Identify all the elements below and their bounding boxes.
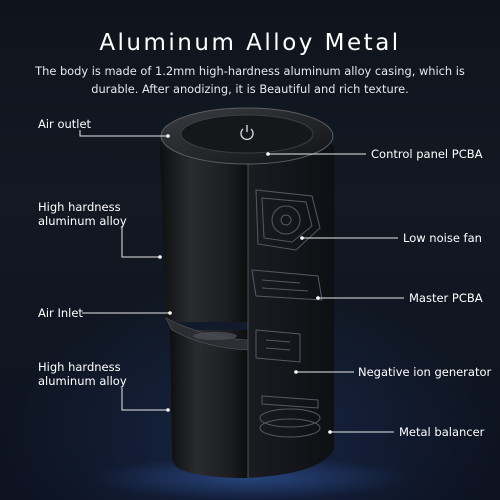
subtitle-line-1: The body is made of 1.2mm high-hardness …: [35, 64, 465, 78]
top-cap-inner: [180, 114, 314, 154]
label-control-panel: Control panel PCBA: [371, 147, 483, 161]
label-ion-generator: Negative ion generator: [358, 365, 492, 379]
lower-shell: [170, 330, 248, 478]
label-master-pcba: Master PCBA: [409, 291, 483, 305]
label-hardness-upper-line-2: aluminum alloy: [38, 214, 127, 228]
page-subtitle: The body is made of 1.2mm high-hardness …: [20, 62, 480, 98]
leader-hardness-upper: [121, 227, 160, 258]
right-leader-lines: [268, 153, 404, 433]
power-icon: [240, 125, 254, 141]
page-title: Aluminum Alloy Metal: [99, 30, 401, 56]
floor-glow: [90, 456, 410, 500]
label-air-inlet: Air Inlet: [38, 306, 83, 320]
upper-shell: [160, 118, 248, 322]
label-hardness-lower-line-2: aluminum alloy: [38, 374, 127, 388]
internal-components: [251, 189, 323, 438]
label-hardness-upper: High hardness aluminum alloy: [38, 200, 127, 228]
leader-dots: [158, 134, 332, 434]
left-leader-lines: [79, 130, 170, 411]
leader-air-outlet: [79, 130, 168, 137]
label-air-outlet: Air outlet: [38, 117, 92, 131]
label-hardness-upper-line-1: High hardness: [38, 200, 121, 214]
label-metal-balancer: Metal balancer: [399, 425, 485, 439]
label-hardness-lower: High hardness aluminum alloy: [38, 360, 127, 388]
inlet-grille: [193, 332, 237, 340]
label-hardness-lower-line-1: High hardness: [38, 360, 121, 374]
label-low-noise-fan: Low noise fan: [403, 231, 482, 245]
subtitle-line-2: durable. After anodizing, it is Beautifu…: [91, 82, 409, 96]
leader-hardness-lower: [121, 388, 168, 411]
